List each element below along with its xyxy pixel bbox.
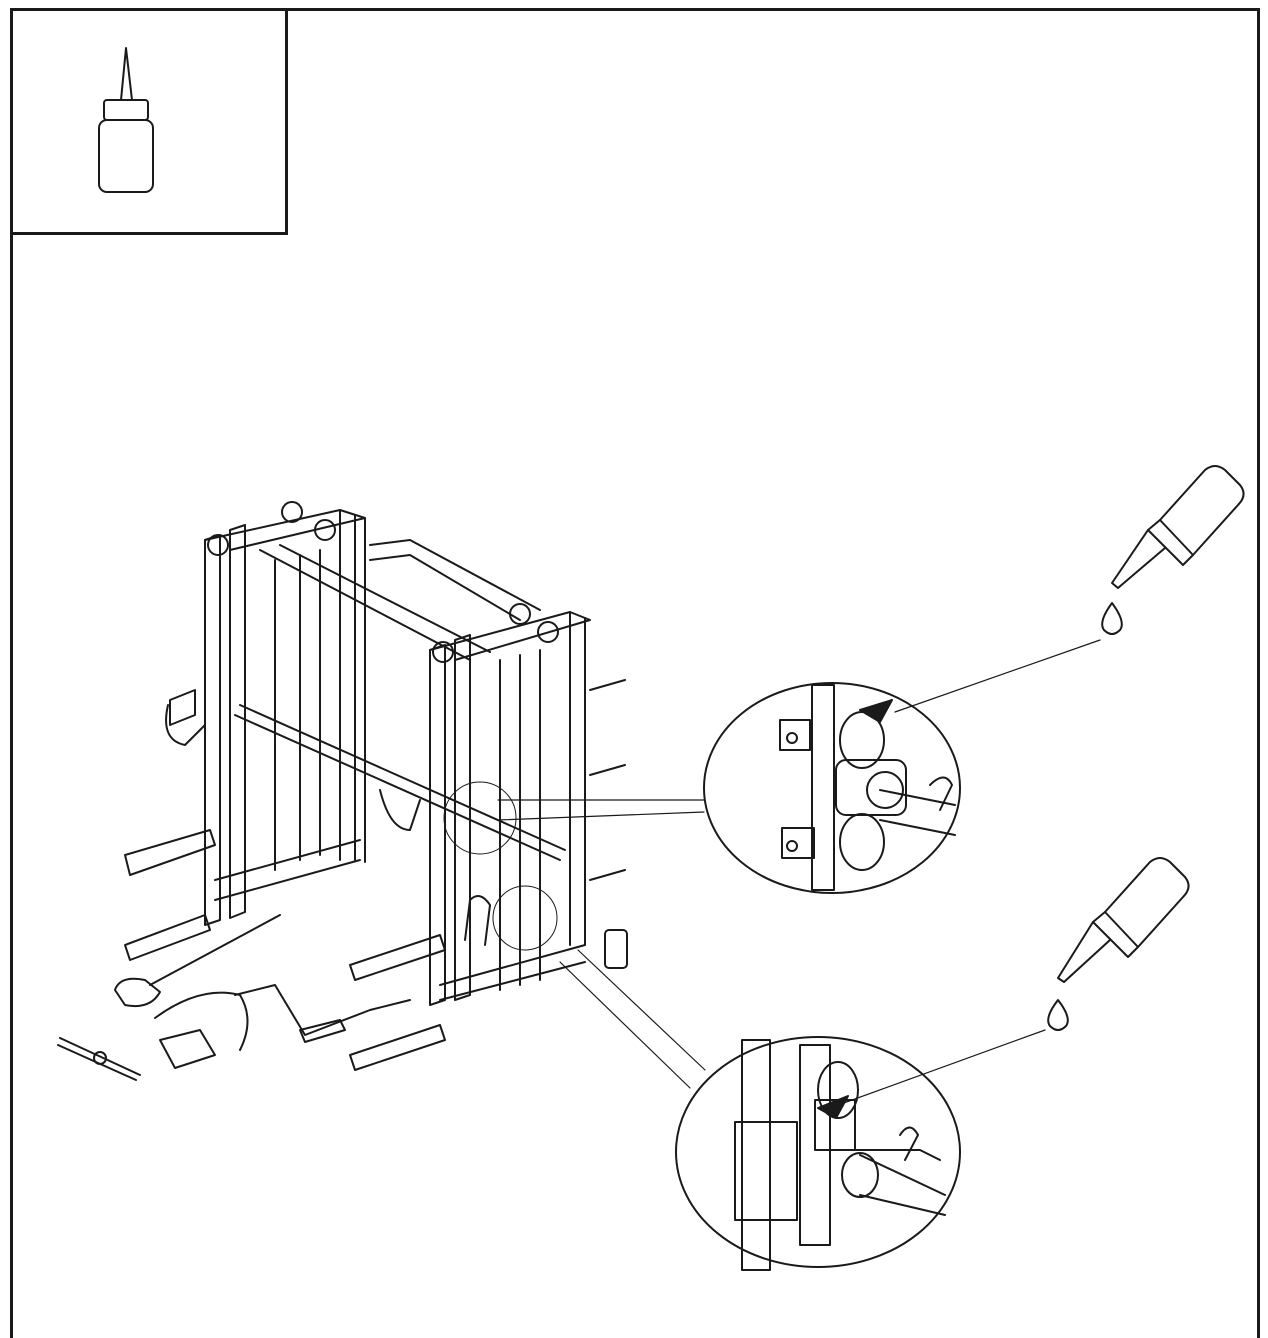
oil-bottle-lower-icon	[1057, 857, 1190, 983]
detail-marker-lower	[492, 885, 558, 951]
oil-drop-upper-icon	[1101, 602, 1123, 635]
lubricant-bottle-icon	[98, 47, 154, 193]
tool-icon-box	[10, 8, 288, 235]
upper-carriage-detail	[703, 682, 961, 894]
lower-pulley-detail	[675, 1036, 961, 1271]
leader-line-drop-upper	[894, 639, 1101, 713]
rack-frame	[124, 501, 628, 1071]
leader-line-lower-callout-b	[559, 961, 691, 1089]
leader-line-upper-callout-b	[497, 811, 705, 821]
page-frame	[10, 8, 1260, 1338]
loose-accessories	[57, 914, 411, 1081]
oil-drop-lower-icon	[1047, 999, 1069, 1031]
leader-line-drop-lower	[829, 1029, 1046, 1109]
oil-bottle-upper-icon	[1111, 465, 1245, 589]
leader-line-lower-callout-a	[577, 949, 706, 1071]
